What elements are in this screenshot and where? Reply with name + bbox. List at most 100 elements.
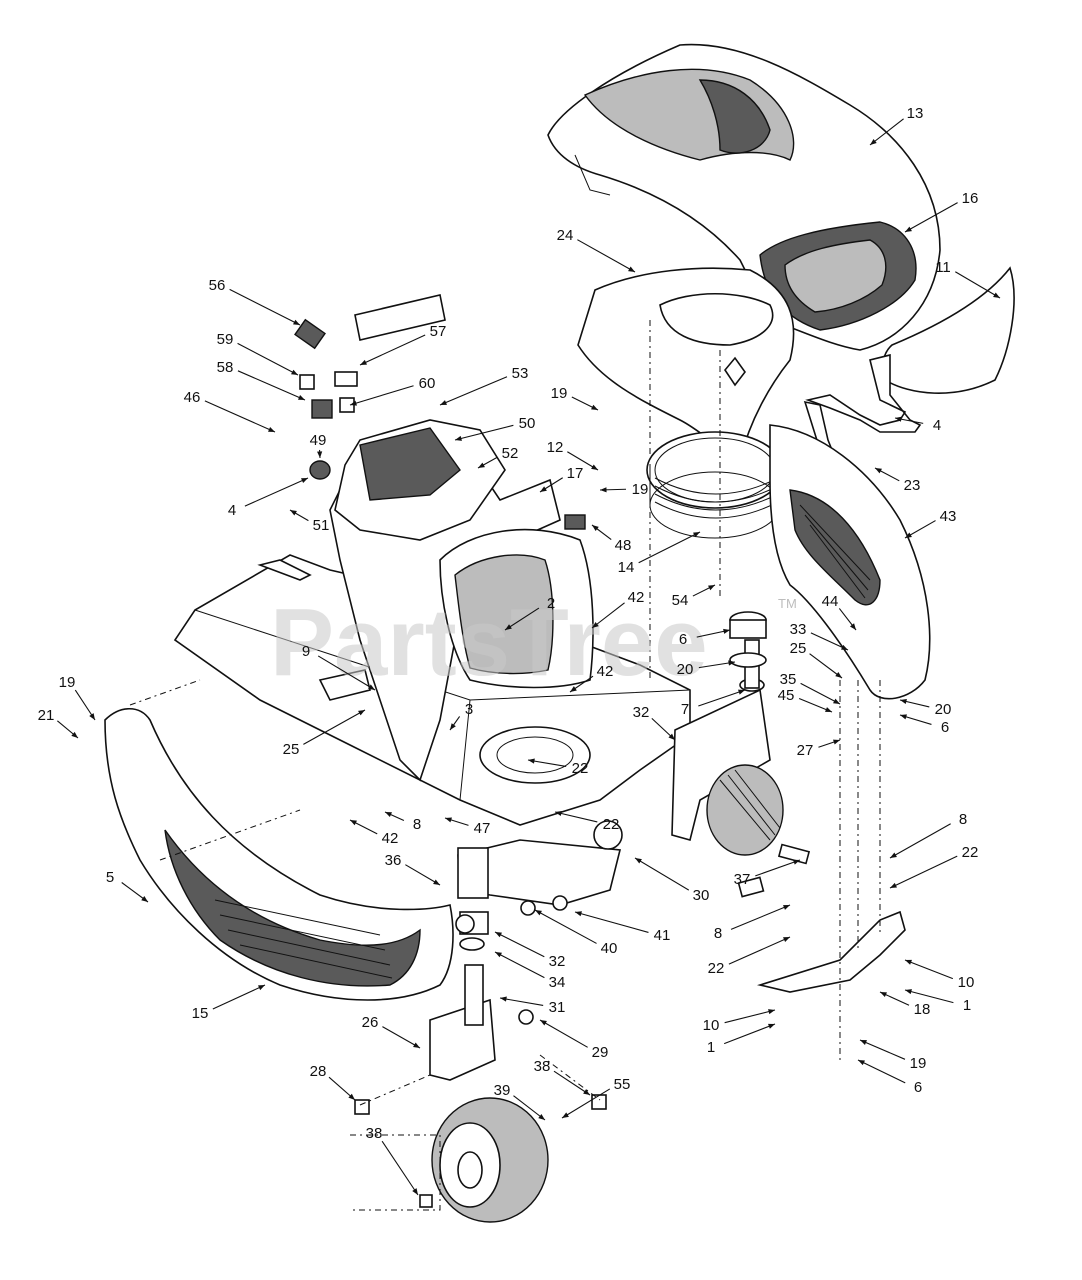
callout-arrowhead [668,733,675,740]
part-callout-number: 22 [603,816,620,833]
part-callout-number: 46 [184,389,201,406]
watermark-text: PartsTree [270,589,708,696]
callout-leader-line [955,271,1001,299]
callout-leader-line [859,1039,906,1060]
callout-arrowhead [412,1188,418,1195]
part-callout-number: 42 [628,589,645,606]
part-callout-number: 25 [790,640,807,657]
grille-screen-part [646,431,784,539]
part-callout-number: 18 [914,1001,931,1018]
part-callout-number: 25 [283,741,300,758]
callout-arrowhead [141,896,148,902]
part-callout-number: 57 [430,323,447,340]
callout-arrowhead [841,644,848,650]
callout-arrowhead [540,1020,547,1026]
part-callout-number: 21 [38,707,55,724]
callout-arrowhead [535,910,542,916]
left-fender-part [104,707,454,1001]
callout-leader-line [439,376,508,406]
part-callout-number: 19 [910,1055,927,1072]
callout-arrowhead [445,817,452,823]
part-callout-number: 10 [958,974,975,991]
callout-arrowhead [89,713,95,720]
callout-arrowhead [368,684,375,690]
part-callout-number: 49 [310,432,327,449]
callout-leader-line [494,951,545,979]
part-callout-number: 6 [941,719,949,736]
part-callout-number: 32 [549,953,566,970]
callout-leader-line [728,936,791,965]
dash-panel-part [577,267,795,462]
watermark: PartsTree TM [270,589,797,696]
callout-leader-line [454,424,514,441]
callout-leader-line [303,709,366,745]
part-callout-number: 28 [310,1063,327,1080]
part-callout-number: 48 [615,537,632,554]
hood-part [547,43,941,351]
callout-leader-line [857,1059,906,1084]
part-callout-number: 56 [209,277,226,294]
callout-arrowhead [500,996,507,1002]
callout-arrowhead [495,932,502,938]
callout-arrowhead [905,226,912,232]
bushing-part [729,611,767,668]
part-callout-number: 20 [677,661,694,678]
part-callout-number: 34 [549,974,566,991]
part-callout-number: 1 [707,1039,715,1056]
callout-arrowhead [433,879,440,885]
callout-arrowhead [268,426,275,432]
part-callout-number: 9 [302,643,310,660]
callout-arrowhead [350,820,357,826]
callout-leader-line [405,864,441,886]
part-callout-number: 31 [549,999,566,1016]
callout-arrowhead [591,464,598,470]
part-callout-number: 10 [703,1017,720,1034]
callout-leader-line [591,602,625,629]
callout-arrowhead [600,487,607,493]
part-callout-number: 17 [567,465,584,482]
callout-arrowhead [628,266,635,272]
callout-arrowhead [793,859,800,865]
part-callout-number: 51 [313,517,330,534]
callout-arrowhead [291,369,298,375]
callout-arrowhead [858,1060,865,1066]
part-callout-number: 13 [907,105,924,122]
callout-arrowhead [833,739,840,745]
part-callout-number: 38 [366,1125,383,1142]
part-callout-number: 54 [672,592,689,609]
callout-leader-line [724,1009,776,1024]
callout-leader-line [553,1070,591,1096]
callout-arrowhead [905,532,912,538]
callout-leader-line [869,118,904,146]
callout-arrowhead [538,1113,545,1120]
part-callout-number: 22 [962,844,979,861]
callout-leader-line [889,823,951,859]
callout-arrowhead [505,624,512,630]
callout-arrowhead [358,710,365,716]
part-callout-number: 16 [962,190,979,207]
part-callout-number: 42 [597,663,614,680]
callout-leader-line [534,909,597,944]
part-callout-number: 29 [592,1044,609,1061]
callout-leader-line [359,334,426,366]
part-callout-number: 8 [959,811,967,828]
callout-leader-line [539,1019,588,1048]
callout-arrowhead [905,989,912,995]
part-callout-number: 2 [547,595,555,612]
part-callout-number: 15 [192,1005,209,1022]
callout-leader-line [212,984,266,1010]
callout-arrowhead [540,486,547,492]
part-callout-number: 50 [519,415,536,432]
callout-arrowhead [875,468,882,474]
callout-leader-line [889,855,958,889]
part-callout-number: 27 [797,742,814,759]
callout-leader-line [382,1026,421,1049]
part-callout-number: 23 [904,477,921,494]
callout-arrowhead [360,359,367,365]
part-callout-number: 39 [494,1082,511,1099]
callout-arrowhead [592,525,599,531]
callout-arrowhead [849,623,856,630]
right-fender-part [769,424,931,700]
part-callout-number: 58 [217,359,234,376]
hardware-parts [354,820,811,1208]
